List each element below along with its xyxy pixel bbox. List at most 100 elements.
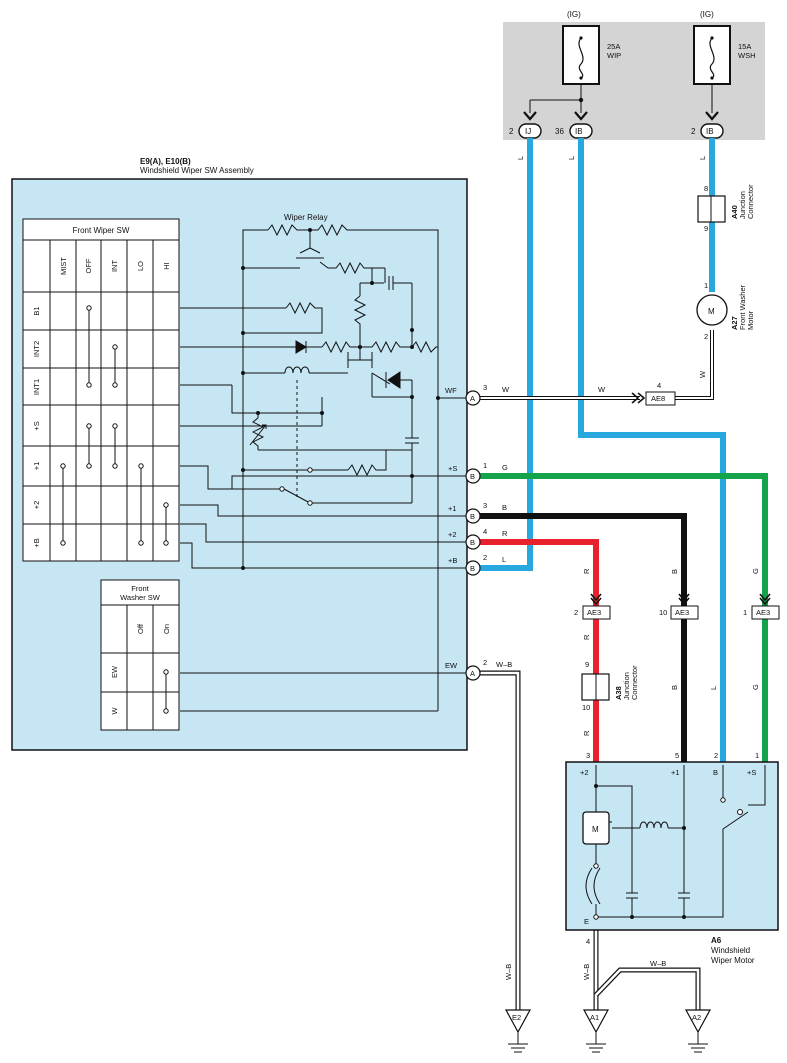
ground-a1	[582, 1009, 610, 1053]
a38-line2: Connector	[630, 665, 639, 700]
motor-term-b: B	[713, 768, 718, 777]
a27-line2: Motor	[746, 310, 755, 330]
a27-pin-top: 1	[704, 281, 708, 290]
ae8-code: AE8	[651, 394, 665, 403]
terminal-2-pin: 4	[483, 527, 487, 536]
row-b1: B1	[32, 306, 41, 315]
fuse-rating-2: 15A	[738, 42, 751, 51]
ae3-pin-3: 1	[743, 608, 747, 617]
wire-label-b: L	[502, 555, 506, 564]
ae3-pin-2: 10	[659, 608, 667, 617]
motor-pin-1: 1	[755, 751, 759, 760]
terminal-1-conn: B	[470, 512, 475, 521]
motor-pin-5: 5	[675, 751, 679, 760]
wire-label-black-mid: B	[670, 685, 679, 690]
ae8-arrow	[631, 392, 646, 404]
ae3-code-3: AE3	[756, 608, 770, 617]
wiper-motor-name-2: Wiper Motor	[711, 956, 755, 965]
wire-white-wf	[480, 330, 714, 400]
ae3-wire-b: B	[670, 569, 679, 574]
motor-brush-box	[582, 811, 610, 845]
terminal-b-conn: B	[470, 564, 475, 573]
row-plus-b: +B	[32, 538, 41, 547]
motor-ground-terminal: E	[584, 917, 589, 926]
column-mist: MIST	[59, 257, 68, 275]
a38-pin-top: 9	[585, 660, 589, 669]
wire-label-ib2: L	[698, 156, 707, 160]
a40-pin-bottom: 9	[704, 224, 708, 233]
switch-assembly-code: E9(A), E10(B)	[140, 157, 191, 166]
a38-wire-bottom: R	[582, 730, 591, 736]
row-int1: INT1	[32, 379, 41, 395]
wiper-motor-symbol: M	[592, 825, 599, 834]
wire-green	[480, 473, 768, 765]
fuse-supply-1: (IG)	[567, 10, 581, 19]
terminal-s-name: +S	[448, 464, 457, 473]
wire-label-ew: W–B	[496, 660, 512, 669]
ground-wire-label-a2: W–B	[650, 959, 666, 968]
fuse-rating-1: 25A	[607, 42, 620, 51]
column-off: OFF	[84, 258, 93, 273]
wiper-motor-panel	[565, 761, 779, 931]
a27-pin-bottom: 2	[704, 332, 708, 341]
switch-assembly-name: Windshield Wiper SW Assembly	[140, 166, 254, 175]
row-ew: EW	[110, 665, 119, 678]
ae3-pin-1: 2	[574, 608, 578, 617]
ae3-code-1: AE3	[587, 608, 601, 617]
ground-e2	[504, 1009, 532, 1053]
row-plus-1: +1	[32, 462, 41, 471]
motor-term-plus2: +2	[580, 768, 589, 777]
ground-e2-code: E2	[512, 1013, 521, 1022]
fuse-name-2: WSH	[738, 51, 756, 60]
terminal-wf-name: WF	[445, 386, 457, 395]
wiper-relay-label: Wiper Relay	[284, 213, 328, 222]
svg-text:IB: IB	[575, 127, 583, 136]
column-hi: HI	[162, 262, 171, 270]
relay-contacts	[279, 467, 313, 506]
ground-a1-code: A1	[590, 1013, 599, 1022]
terminal-s-pin: 1	[483, 461, 487, 470]
a40-line2: Connector	[746, 184, 755, 219]
row-w: W	[110, 707, 119, 715]
connector-ib-2-pin: 2	[691, 127, 696, 136]
wire-label-ib36: L	[567, 156, 576, 160]
motor-pin-2: 2	[714, 751, 718, 760]
washer-motor	[696, 294, 728, 326]
wire-black	[480, 513, 687, 765]
terminal-wf-conn: A	[470, 394, 475, 403]
front-washer-sw-table	[100, 579, 180, 731]
ae8-wire-label: W	[598, 385, 606, 394]
terminal-b-pin: 2	[483, 553, 487, 562]
row-plus-s: +S	[32, 421, 41, 430]
ae3-arrows	[590, 593, 771, 606]
ground-wire-label-e2: W–B	[504, 964, 513, 980]
terminal-1-pin: 3	[483, 501, 487, 510]
ground-a2-code: A2	[692, 1013, 701, 1022]
fuse-15a	[693, 25, 731, 85]
front-wiper-sw-title: Front Wiper SW	[73, 226, 130, 235]
terminal-1-name: +1	[448, 504, 457, 513]
column-washer-off: Off	[136, 623, 145, 634]
motor-ground-pin: 4	[586, 937, 590, 946]
a27-line1: Front Washer	[738, 284, 747, 330]
wire-red	[480, 539, 599, 674]
ae3-wire-g: G	[751, 568, 760, 574]
connector-ij-pin: 2	[509, 127, 514, 136]
connector-ib-36-pin: 36	[555, 127, 564, 136]
a27-code: A27	[730, 316, 739, 330]
wire-label-wf: W	[502, 385, 510, 394]
connector-ij: IJ	[518, 123, 542, 139]
fuse-25a	[562, 25, 600, 85]
ae3-wire-r-below: R	[582, 634, 591, 640]
motor-open-contacts	[593, 797, 743, 920]
a40-wire-label: W	[698, 370, 707, 378]
wiper-motor-code: A6	[711, 936, 722, 945]
ae3-code-2: AE3	[675, 608, 689, 617]
ae8-pin: 4	[657, 381, 661, 390]
a40-code: A40	[730, 205, 739, 219]
a38-pin-bottom: 10	[582, 703, 590, 712]
front-wiper-sw-table	[22, 218, 180, 562]
connector-ib-2: IB	[700, 123, 724, 139]
motor-pin-3: 3	[586, 751, 590, 760]
